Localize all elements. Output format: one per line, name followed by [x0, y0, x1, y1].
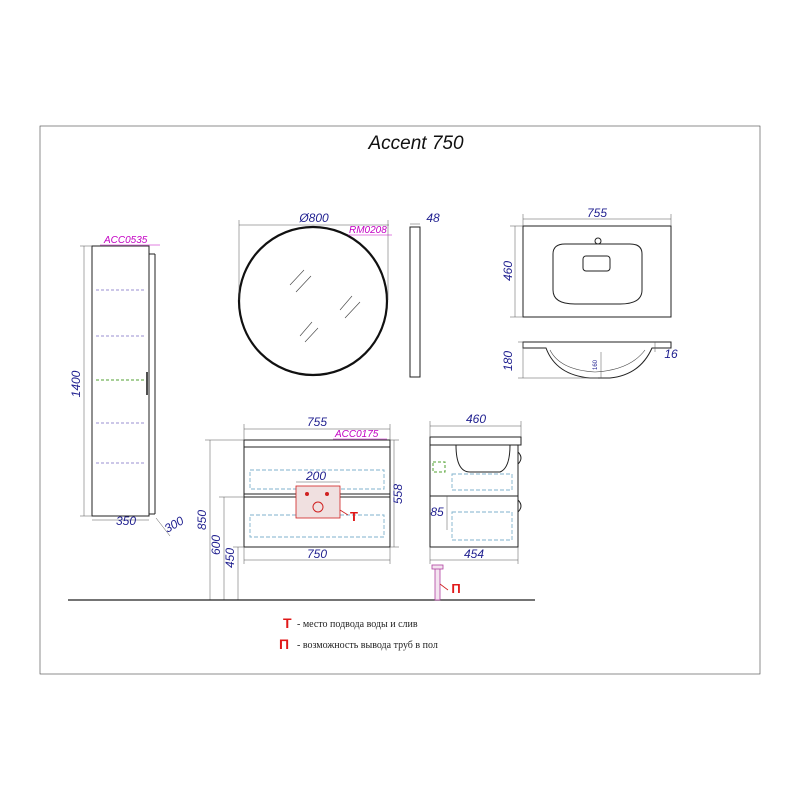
cabinet-width-top-label: 755 [307, 415, 327, 429]
cabinet-front-view: Т 200 755 ACC0175 750 558 850 600 450 [195, 415, 405, 600]
drawing-frame [39, 125, 761, 675]
sink-section [522, 341, 672, 379]
marker-t: Т [350, 509, 358, 524]
marker-p: П [451, 581, 460, 596]
side-drawer-upper [451, 473, 513, 491]
legend-t-letter: Т [283, 615, 292, 631]
water-inlet-left [305, 492, 309, 496]
sink-bowl [552, 243, 643, 305]
column-height-label: 1400 [69, 370, 83, 397]
sink-rim-label: 16 [664, 347, 678, 361]
sink-top-view: 755 460 [501, 206, 672, 318]
column-width-label: 350 [116, 514, 136, 528]
sink-section-view: 180 16 160 [501, 341, 678, 379]
side-bowl [455, 444, 511, 473]
cabinet-width-bottom-label: 750 [307, 547, 327, 561]
column-unit: ACC0535 1400 350 300 [69, 235, 187, 537]
mirror-diameter-label: Ø800 [298, 211, 329, 225]
sink-width-label: 755 [587, 206, 607, 220]
side-85-label: 85 [430, 505, 444, 519]
column-body [91, 245, 150, 517]
floor-pipe: П [431, 564, 461, 601]
install-850-label: 850 [195, 510, 209, 530]
mirror-depth-label: 48 [426, 211, 440, 225]
sink-bowl-label: 160 [593, 359, 599, 370]
cabinet-side-view: 460 454 85 [429, 412, 522, 564]
legend: Т - место подвода воды и слив П - возмож… [279, 615, 438, 652]
install-450-label: 450 [223, 548, 237, 568]
legend-p-letter: П [279, 636, 289, 652]
cabinet-code: ACC0175 [334, 429, 379, 440]
install-600-label: 600 [209, 535, 223, 555]
sink-height-label: 180 [501, 351, 515, 371]
mirror-unit: Ø800 RM0208 48 [237, 211, 440, 378]
side-depth-bottom-label: 454 [464, 547, 484, 561]
side-siphon [432, 461, 446, 473]
mirror-side-view [409, 226, 421, 378]
legend-p-text: - возможность вывода труб в пол [297, 640, 438, 651]
drawing-title: Accent 750 [367, 133, 463, 154]
cabinet-height-label: 558 [391, 484, 405, 504]
legend-t-text: - место подвода воды и слив [297, 619, 418, 630]
drain-hole [312, 501, 324, 513]
sink-outline [522, 225, 672, 318]
cabinet-countertop [243, 439, 391, 448]
drawer-zone-label: 200 [305, 469, 326, 483]
column-depth-label: 300 [162, 513, 187, 535]
column-code: ACC0535 [103, 235, 148, 246]
side-drawer-lower [451, 511, 513, 541]
sink-depth-label: 460 [501, 261, 515, 281]
sink-drain [582, 255, 611, 272]
mirror-round [237, 225, 389, 377]
side-countertop [429, 436, 522, 446]
mirror-code: RM0208 [349, 225, 387, 236]
sink-faucet-hole [594, 237, 602, 245]
side-depth-top-label: 460 [466, 412, 486, 426]
water-inlet-right [325, 492, 329, 496]
